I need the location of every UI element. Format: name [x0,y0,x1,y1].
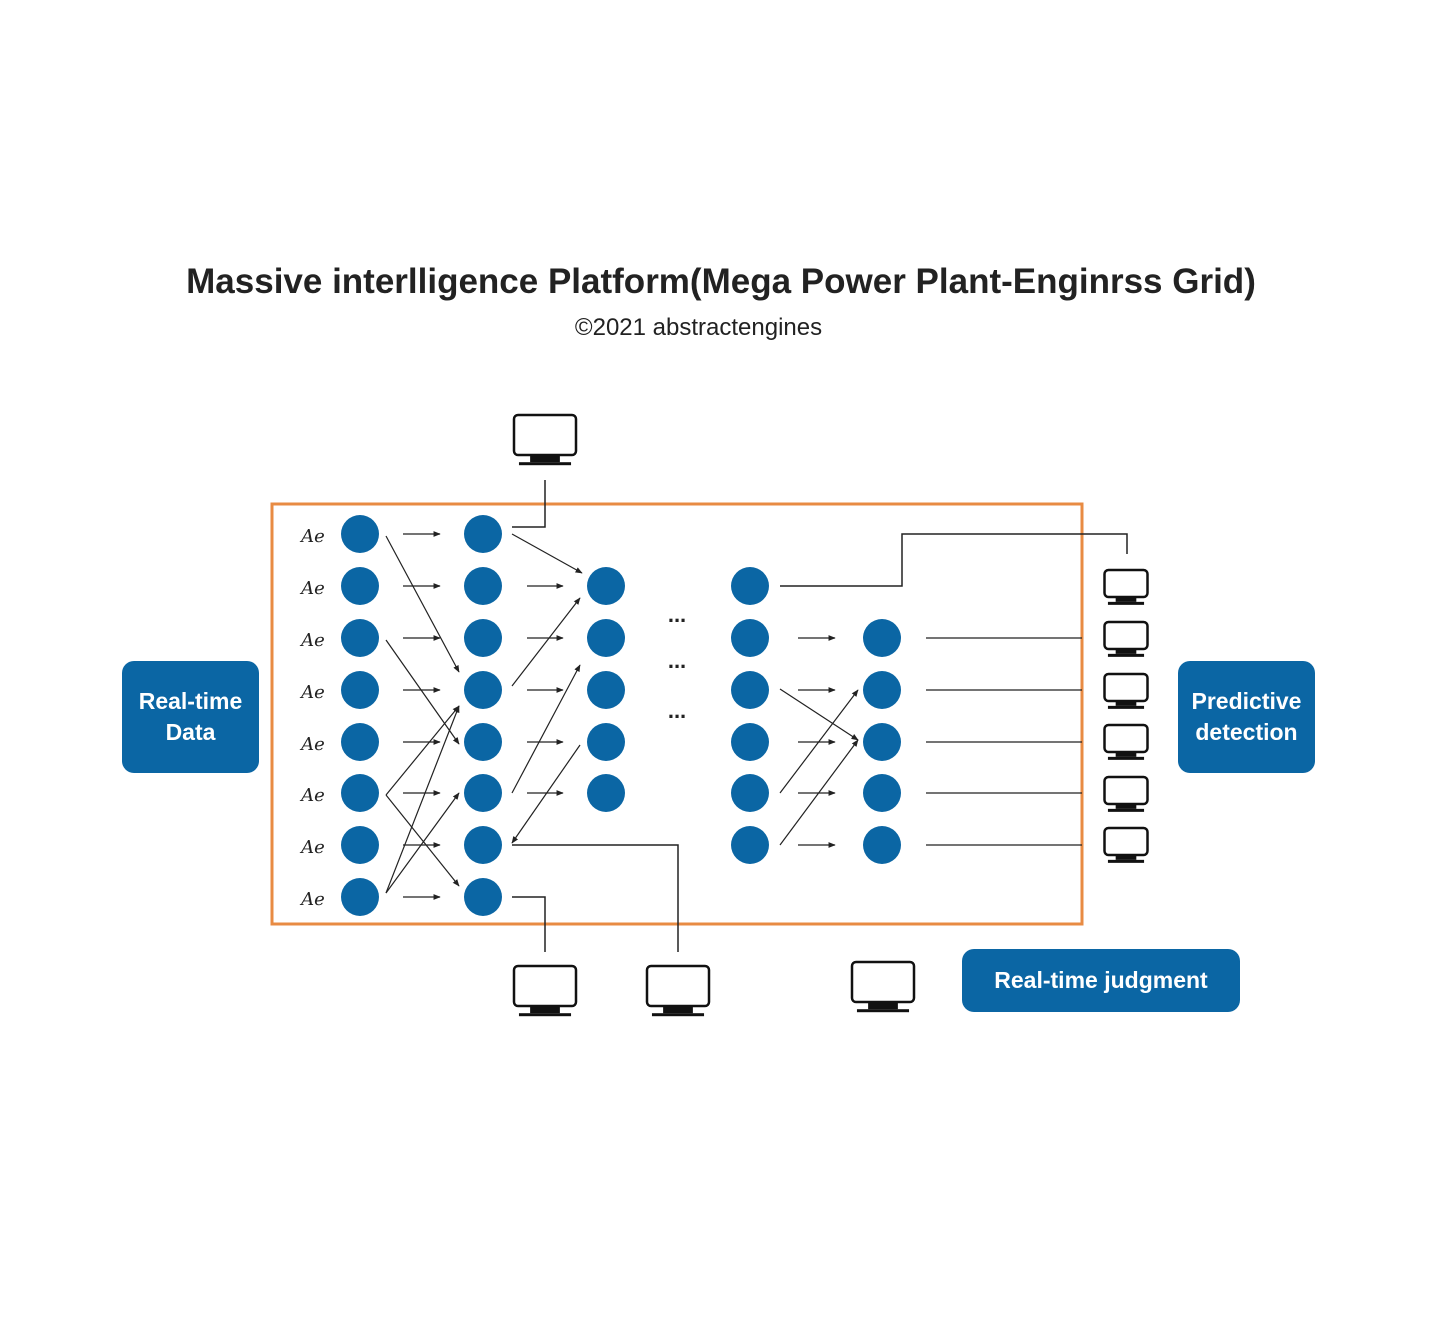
input-node [341,878,379,916]
input-symbol: Ae [299,578,325,599]
ellipsis: ... [668,648,686,673]
input-node [341,826,379,864]
arrow [385,705,460,894]
hidden2-node [587,619,625,657]
connection-lines [385,480,1128,952]
hidden1-node [464,878,502,916]
hidden1-node [464,619,502,657]
hidden1-node [464,826,502,864]
arrow [511,664,581,794]
arrow [385,794,460,887]
input-node [341,515,379,553]
input-symbol: Ae [299,734,325,755]
arrow [779,689,859,794]
arrow [385,639,460,745]
predictive-detection-text: Predictive detection [1191,688,1302,745]
arrow [385,535,460,673]
hidden1-node [464,774,502,812]
predictive-detection-label: Predictive detection [1178,661,1315,773]
hidden1-node [464,515,502,553]
output-node [863,671,901,709]
arrow [511,597,581,687]
monitor-icon [1103,775,1149,812]
input-node [341,671,379,709]
real-time-data-text: Real-time Data [138,688,243,745]
monitor-icon [645,964,711,1017]
arrow [779,688,859,741]
ellipsis: ... [668,602,686,627]
hidden2-node [587,671,625,709]
output-node [863,826,901,864]
ellipsis: ... [668,698,686,723]
monitor-icon [1103,826,1149,863]
hidden1-node [464,723,502,761]
hidden3-node [731,567,769,605]
hidden2-node [587,774,625,812]
hidden2-node [587,723,625,761]
hidden1-node [464,671,502,709]
layer-ellipses: ......... [668,602,686,723]
network-nodes [341,515,901,916]
hidden2-node [587,567,625,605]
input-symbol: Ae [299,630,325,651]
connector-bottom-monitor-1 [512,896,546,952]
input-node [341,619,379,657]
arrow [779,739,859,846]
input-symbol: Ae [299,682,325,703]
real-time-data-label: Real-time Data [122,661,259,773]
arrow [511,533,583,574]
monitor-icon [1103,568,1149,605]
hidden3-node [731,774,769,812]
output-node [863,619,901,657]
input-node [341,774,379,812]
output-node [863,723,901,761]
input-node [341,723,379,761]
input-symbol: Ae [299,526,325,547]
copyright-subtitle: ©2021 abstractengines [574,314,823,341]
real-time-judgment-label: Real-time judgment [962,949,1240,1012]
arrow [385,705,460,796]
monitor-icon [512,413,578,466]
hidden3-node [731,671,769,709]
input-symbol: Ae [299,889,325,910]
monitor-icon [1103,672,1149,709]
arrow [511,744,581,844]
monitors [512,413,1149,1017]
hidden3-node [731,723,769,761]
monitor-icon [1103,723,1149,760]
connector-top-monitor [512,480,546,528]
hidden3-node [731,826,769,864]
real-time-judgment-text: Real-time judgment [994,967,1208,993]
input-node [341,567,379,605]
monitor-icon [850,960,916,1013]
monitor-icon [1103,620,1149,657]
monitor-icon [512,964,578,1017]
network-frame [270,502,1084,926]
input-symbol: Ae [299,785,325,806]
hidden1-node [464,567,502,605]
input-symbol: Ae [299,837,325,858]
arrow [385,792,460,894]
connector-bottom-monitor-2 [512,844,679,952]
hidden3-node [731,619,769,657]
output-node [863,774,901,812]
connector-right-monitor [780,533,1128,587]
page-title: Massive interlligence Platform(Mega Powe… [186,262,1256,301]
